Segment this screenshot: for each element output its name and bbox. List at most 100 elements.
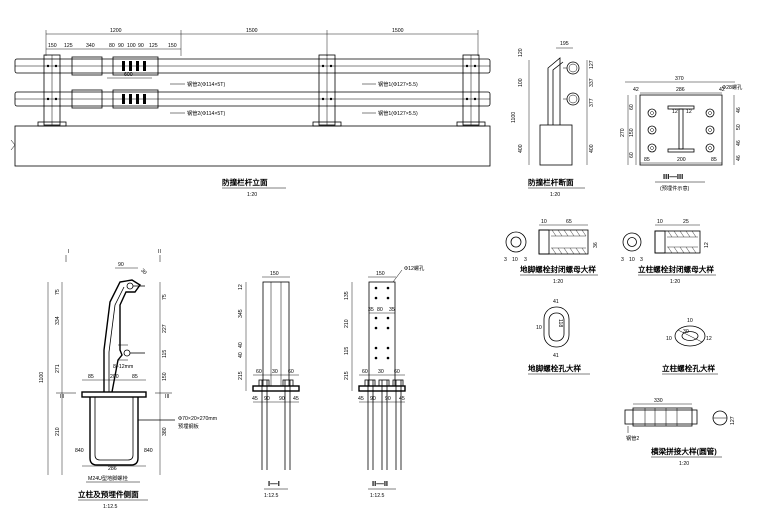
elev-dim-1200: 1200	[110, 28, 122, 34]
svg-text:60: 60	[629, 104, 635, 110]
svg-text:65: 65	[566, 219, 572, 225]
svg-text:90: 90	[370, 396, 376, 402]
section-I-scale: 1:12.5	[264, 493, 279, 499]
svg-text:215: 215	[238, 371, 244, 380]
svg-text:75: 75	[55, 289, 61, 295]
svg-text:195: 195	[560, 41, 569, 47]
svg-text:340: 340	[86, 43, 95, 49]
svg-text:46: 46	[736, 140, 742, 146]
svg-text:85: 85	[711, 157, 717, 163]
svg-text:3: 3	[524, 257, 527, 263]
post-hole-title: 立柱螺栓孔大样	[662, 363, 716, 373]
svg-text:227: 227	[162, 324, 168, 333]
svg-text:210: 210	[55, 427, 61, 436]
section-I-title: I—I	[268, 479, 280, 488]
svg-text:45: 45	[252, 396, 258, 402]
anchor-hole-detail: 41 10 118 41 地脚螺栓孔大样	[528, 299, 590, 375]
svg-text:III: III	[165, 394, 169, 400]
anchor-nut-scale: 1:20	[553, 279, 563, 285]
svg-text:45: 45	[358, 396, 364, 402]
svg-text:35: 35	[368, 307, 374, 313]
svg-text:50: 50	[736, 124, 742, 130]
section-I-view: 150 12 345 40 40 215 60 30 60 45 90 90 4…	[238, 271, 300, 499]
svg-text:270: 270	[620, 128, 626, 137]
svg-text:100: 100	[518, 78, 524, 87]
svg-text:10: 10	[666, 336, 672, 342]
beam-splice-title: 横梁拼接大样(圆管)	[651, 446, 717, 456]
svg-text:120: 120	[518, 48, 524, 57]
post-hole-detail: 10 30 10 12 立柱螺栓孔大样	[662, 318, 718, 375]
svg-text:30: 30	[378, 369, 384, 375]
svg-text:286: 286	[676, 87, 685, 93]
svg-text:85: 85	[644, 157, 650, 163]
elev-sub-dims: 150 125 340 80 90 100 90 125 150	[48, 43, 177, 49]
svg-text:41: 41	[553, 353, 559, 359]
svg-text:200: 200	[110, 374, 119, 380]
svg-text:400: 400	[518, 144, 524, 153]
svg-text:330: 330	[654, 398, 663, 404]
elevation-scale: 1:20	[247, 192, 257, 198]
svg-text:380: 380	[162, 427, 168, 436]
svg-text:II: II	[158, 249, 161, 255]
svg-text:150: 150	[376, 271, 385, 277]
svg-text:30: 30	[272, 369, 278, 375]
anchor-nut-hatch	[551, 229, 587, 255]
svg-text:150: 150	[168, 43, 177, 49]
svg-text:45: 45	[399, 396, 405, 402]
elev-dim-1500a: 1500	[246, 28, 258, 34]
svg-text:85: 85	[88, 374, 94, 380]
section-II-bolts	[364, 379, 404, 470]
section-I-bolts	[258, 379, 294, 470]
svg-text:10: 10	[541, 219, 547, 225]
post-nut-scale: 1:20	[670, 279, 680, 285]
svg-text:100: 100	[127, 43, 136, 49]
svg-text:M24U型地脚螺栓: M24U型地脚螺栓	[88, 474, 129, 482]
svg-text:60: 60	[629, 152, 635, 158]
post-side-title: 立柱及预埋件侧面	[78, 489, 139, 499]
svg-text:135: 135	[344, 291, 350, 300]
svg-text:预埋钢板: 预埋钢板	[178, 422, 200, 430]
svg-text:I: I	[68, 249, 69, 255]
post-nut-title: 立柱螺栓封闭螺母大样	[638, 264, 714, 274]
svg-text:10: 10	[629, 257, 635, 263]
beam-splice-bolts	[644, 408, 678, 426]
svg-text:150: 150	[629, 128, 635, 137]
section-scale: 1:20	[550, 192, 560, 198]
elev-pipe-note-2: 钢管1(Φ127×5.5)	[378, 80, 418, 88]
section-title: 防撞栏杆断面	[528, 177, 574, 187]
svg-text:10: 10	[657, 219, 663, 225]
elev-pipe-note-1: 钢管2(Φ114×5T)	[187, 80, 225, 88]
svg-text:337: 337	[589, 78, 595, 87]
svg-text:41: 41	[553, 299, 559, 305]
svg-text:150: 150	[162, 372, 168, 381]
post-nut-hatch	[667, 230, 698, 254]
svg-text:286: 286	[108, 466, 117, 472]
svg-text:115: 115	[162, 350, 168, 358]
svg-text:1100: 1100	[39, 372, 45, 383]
svg-text:400: 400	[589, 144, 595, 153]
elev-pipe-note-4: 钢管1(Φ127×5.5)	[378, 109, 418, 117]
svg-text:75: 75	[162, 294, 168, 300]
svg-text:3: 3	[621, 257, 624, 263]
section-II-scale: 1:12.5	[370, 493, 385, 499]
svg-text:215: 215	[344, 371, 350, 380]
svg-text:150: 150	[48, 43, 57, 49]
svg-text:30: 30	[139, 268, 147, 276]
svg-text:377: 377	[589, 98, 595, 107]
sleeve-bolts	[122, 61, 146, 104]
svg-text:12: 12	[672, 109, 678, 115]
svg-text:46: 46	[736, 107, 742, 113]
svg-text:3: 3	[504, 257, 507, 263]
svg-text:90: 90	[118, 43, 124, 49]
svg-text:90: 90	[118, 262, 124, 268]
svg-text:1100: 1100	[511, 112, 517, 123]
svg-text:40: 40	[238, 352, 244, 358]
elev-dim-1500b: 1500	[392, 28, 404, 34]
svg-text:42: 42	[633, 87, 639, 93]
section-II-title: II—II	[372, 479, 388, 488]
anchor-nut-title: 地脚螺栓封闭螺母大样	[520, 264, 596, 274]
svg-text:60: 60	[288, 369, 294, 375]
anchor-hole-title: 地脚螺栓孔大样	[528, 363, 582, 373]
plate-title: III—III	[663, 172, 683, 181]
svg-text:840: 840	[75, 448, 84, 454]
